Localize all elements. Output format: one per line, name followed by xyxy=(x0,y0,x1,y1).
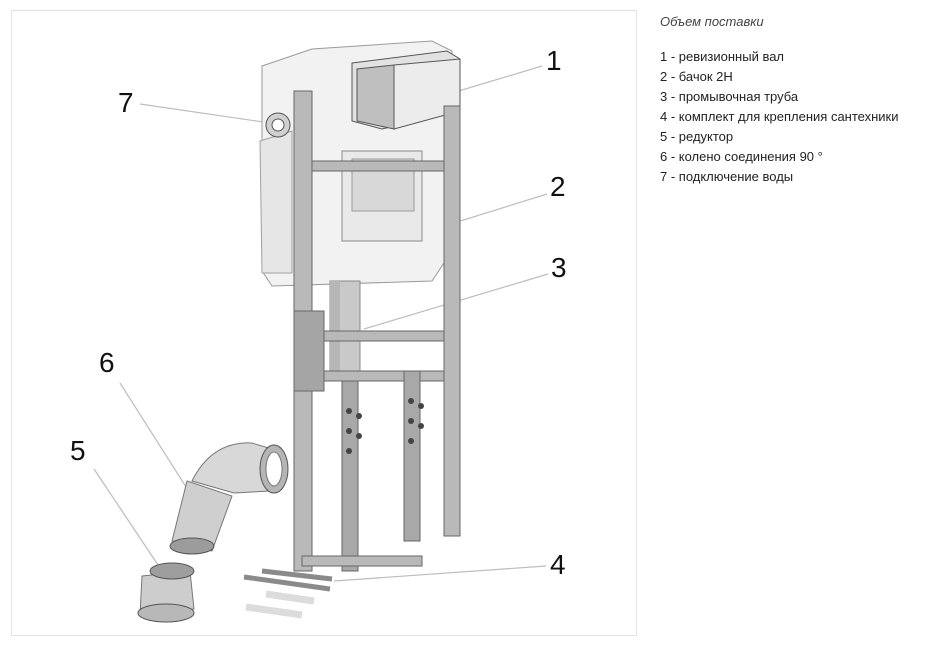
elbow-90 xyxy=(169,442,289,555)
legend-item: 6 - колено соединения 90 ° xyxy=(660,149,823,164)
legend-item: 3 - промывочная труба xyxy=(660,89,799,104)
frame-holes xyxy=(346,398,424,454)
leader-line-5 xyxy=(93,468,163,572)
legend-item: 7 - подключение воды xyxy=(660,169,794,184)
callout-7: 7 xyxy=(118,87,134,118)
mounting-kit xyxy=(243,568,333,619)
callout-2: 2 xyxy=(550,171,566,202)
callout-6: 6 xyxy=(99,347,115,378)
legend-item: 5 - редуктор xyxy=(660,129,734,144)
installation-illustration xyxy=(93,40,549,623)
water-connection xyxy=(265,112,291,138)
legend-list: 1 - ревизионный вал 2 - бачок 2H 3 - про… xyxy=(660,47,922,187)
leader-line-4 xyxy=(333,565,547,582)
leader-line-1 xyxy=(451,65,543,94)
installation-frame xyxy=(293,90,461,572)
reducer xyxy=(137,562,195,623)
callout-3: 3 xyxy=(551,252,567,283)
leader-line-7 xyxy=(139,103,271,124)
leader-line-6 xyxy=(119,382,196,502)
legend-title: Объем поставки xyxy=(660,14,764,29)
installation-diagram: 1 2 3 4 5 6 7 xyxy=(11,10,637,636)
callout-1: 1 xyxy=(546,45,562,76)
legend: Объем поставки 1 - ревизионный вал 2 - б… xyxy=(660,14,922,187)
callout-5: 5 xyxy=(70,435,86,466)
revision-shaft xyxy=(351,50,461,130)
legend-item: 1 - ревизионный вал xyxy=(660,49,785,64)
legend-item: 2 - бачок 2H xyxy=(660,69,733,84)
callout-4: 4 xyxy=(550,549,566,580)
legend-item: 4 - комплект для крепления сантехники xyxy=(660,109,899,124)
